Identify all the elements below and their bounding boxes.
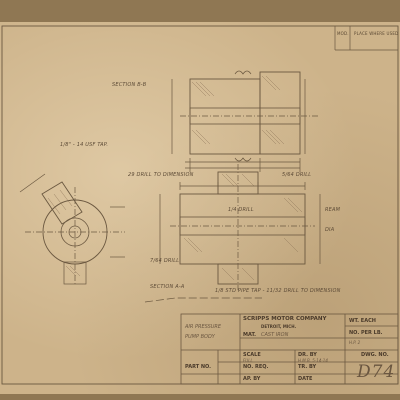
section-b-label: SECTION B-B xyxy=(112,82,147,88)
dr-by-label: DR. BY xyxy=(298,352,317,358)
no-per-lb-label: NO. PER LB. xyxy=(349,330,383,336)
title-block-grid xyxy=(180,313,399,385)
ream-note: REAM xyxy=(325,207,341,213)
tap-note: 1/8" - 14 USF TAP. xyxy=(60,142,109,148)
ap-by-label: AP. BY xyxy=(243,376,261,382)
title-block: AIR PRESSURE PUMP BODY SCRIPPS MOTOR COM… xyxy=(181,292,400,384)
wt-each-label: WT. EACH xyxy=(349,318,376,324)
part-name-line2: PUMP BODY xyxy=(185,334,215,340)
technical-drawing xyxy=(1,25,399,385)
section-a-label: SECTION A-A xyxy=(150,284,185,290)
mod-label: MOD. xyxy=(337,31,349,36)
scale-label: SCALE xyxy=(243,352,261,358)
drill-dimension-note-top: 29 DRILL TO DIMENSION xyxy=(128,172,194,178)
scale-value: FULL xyxy=(243,358,253,363)
section-b-view xyxy=(171,70,320,172)
material-label: MAT. xyxy=(243,332,257,338)
drawing-number: D74 xyxy=(357,362,396,382)
part-no-label: PART NO. xyxy=(185,364,212,370)
date-label: DATE xyxy=(298,376,313,382)
dwg-no-label: DWG. NO. xyxy=(361,352,389,358)
company-name: SCRIPPS MOTOR COMPANY xyxy=(243,316,327,322)
part-name-line1: AIR PRESSURE xyxy=(185,324,222,330)
material-value: CAST IRON xyxy=(261,332,289,338)
drill-note: 1/4 DRILL xyxy=(228,207,254,213)
dr-by-value: H.M.B. 5-14-14 xyxy=(298,358,328,363)
no-req-label: NO. REQ. xyxy=(243,364,269,370)
tr-by-label: TR. BY xyxy=(298,364,317,370)
no-per-lb-value: H.P. 2 xyxy=(349,340,361,345)
place-where-used: PLACE WHERE USED xyxy=(354,31,399,36)
section-a-view xyxy=(159,164,321,290)
drill-small-note: 5/64 DRILL xyxy=(282,172,312,178)
dia-note: DIA xyxy=(325,227,335,233)
company-city: DETROIT, MICH. xyxy=(261,324,297,329)
drawing-sheet: MOD. PLACE WHERE USED SECTION B-B SECTIO… xyxy=(0,22,400,394)
drill-left-note: 7/64 DRILL xyxy=(150,258,180,264)
end-view xyxy=(19,173,125,285)
pipe-tap-note: 1/8 STD PIPE TAP - 11/32 DRILL TO DIMENS… xyxy=(215,288,341,294)
